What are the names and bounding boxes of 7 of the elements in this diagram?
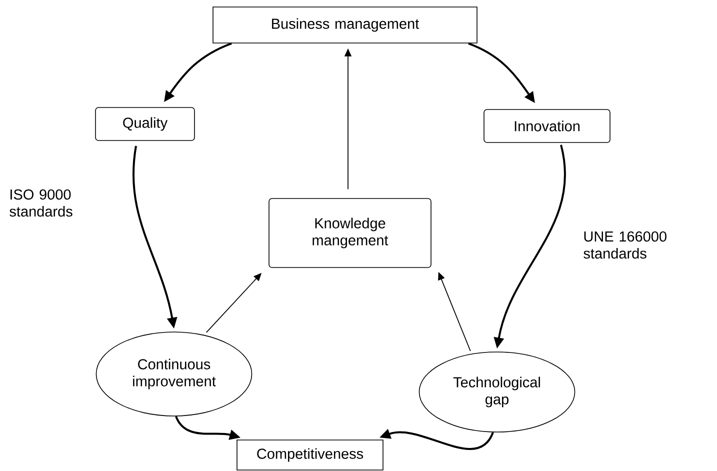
- process-box: Knowledge mangement: [268, 198, 432, 268]
- edge-label: UNE 166000 standards: [584, 231, 666, 259]
- process-box: Competitiveness: [236, 440, 384, 470]
- process-box: Innovation: [484, 109, 610, 143]
- process-box: Business management: [212, 6, 478, 44]
- process-box: Quality: [95, 107, 195, 141]
- edge-label: ISO 9000 standards: [10, 189, 72, 217]
